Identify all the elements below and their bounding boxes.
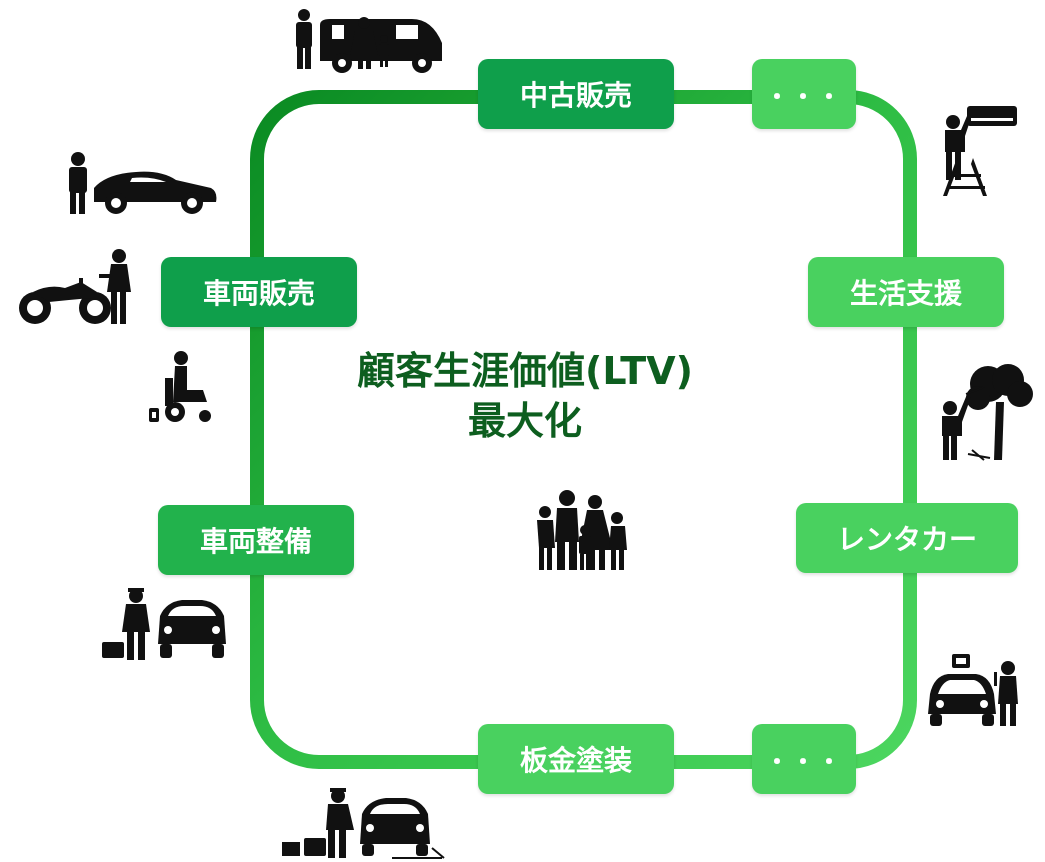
center-title-line1: 顧客生涯価値(LTV): [357, 349, 693, 393]
vehicle-maintenance-label: 車両整備: [158, 505, 354, 575]
used-sales-label: 中古販売: [478, 59, 674, 129]
tree-pruning-icon: [942, 364, 1033, 461]
body-repair-icon: [282, 788, 445, 859]
bottom-more-label: ・・・: [752, 724, 856, 794]
family-van-icon: [296, 9, 442, 73]
motorcycle-icon: [19, 249, 131, 324]
driver-car-icon: [69, 152, 217, 214]
center-title-line2: 最大化: [467, 399, 582, 443]
family-icon: [537, 490, 627, 570]
top-more-label: ・・・: [752, 59, 856, 129]
mechanic-car-icon: [102, 588, 226, 660]
wheelchair-icon: [149, 351, 211, 422]
vehicle-sales-label: 車両販売: [161, 257, 357, 327]
center-title: 顧客生涯価値(LTV) 最大化: [330, 346, 720, 446]
life-support-label: 生活支援: [808, 257, 1004, 327]
rental-car-person-icon: [928, 654, 1018, 726]
sheet-metal-label: 板金塗装: [478, 724, 674, 794]
rental-car-label: レンタカー: [796, 503, 1018, 573]
ac-install-icon: [943, 106, 1017, 196]
